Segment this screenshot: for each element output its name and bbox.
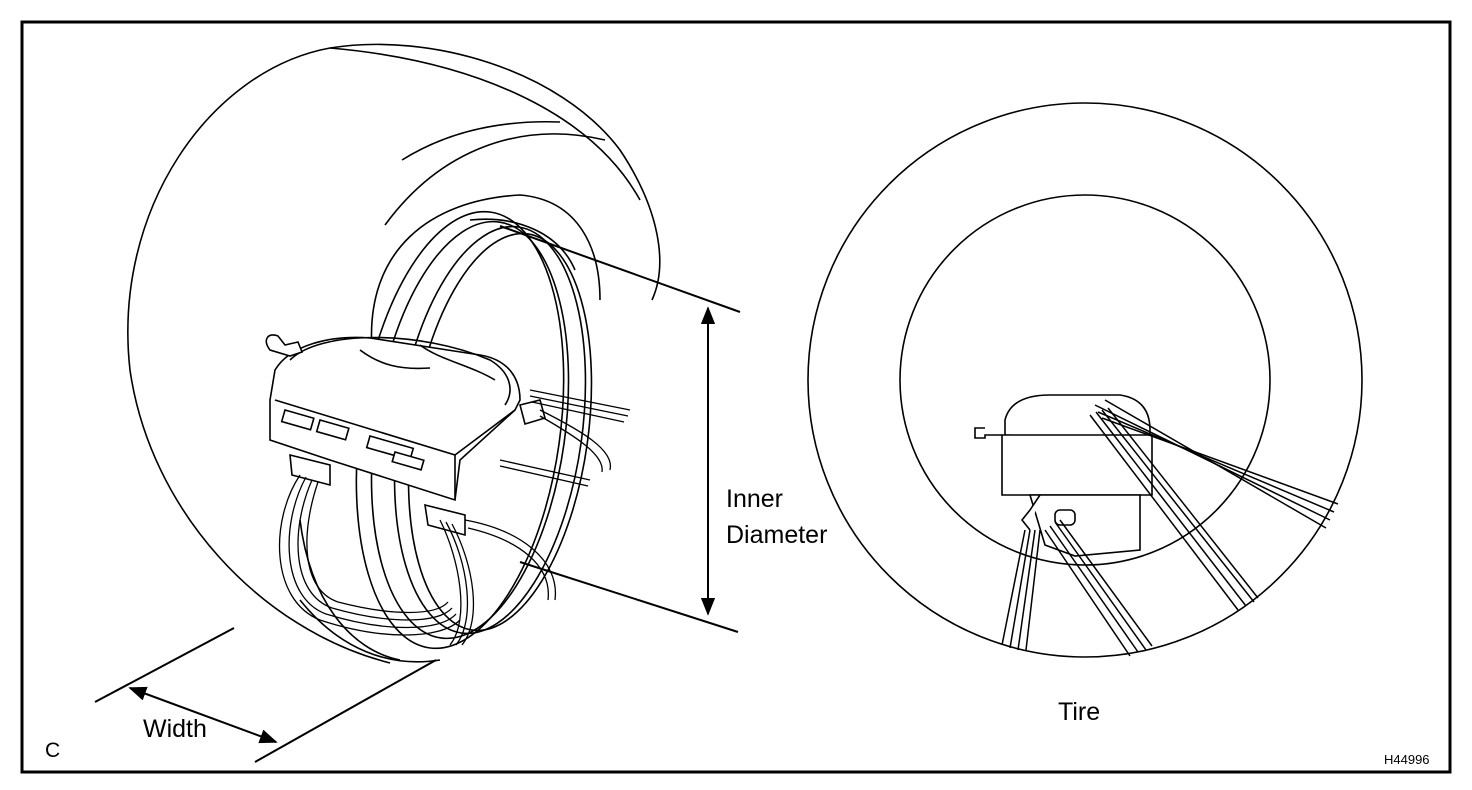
wire-harness-side — [1002, 400, 1338, 656]
side-view-tire — [808, 103, 1362, 657]
airbag-module-perspective — [266, 335, 545, 535]
inner-diameter-dimension — [500, 226, 740, 632]
wire-harness-perspective — [280, 390, 630, 645]
width-label: Width — [143, 715, 207, 743]
diameter-label: Diameter — [726, 521, 828, 549]
figure-frame — [22, 22, 1450, 772]
airbag-module-side — [975, 395, 1152, 556]
tire-label: Tire — [1058, 698, 1101, 726]
view-letter: C — [45, 739, 61, 762]
inner-label: Inner — [726, 485, 783, 513]
width-dimension — [95, 628, 436, 762]
figure-code: H44996 — [1384, 752, 1430, 767]
